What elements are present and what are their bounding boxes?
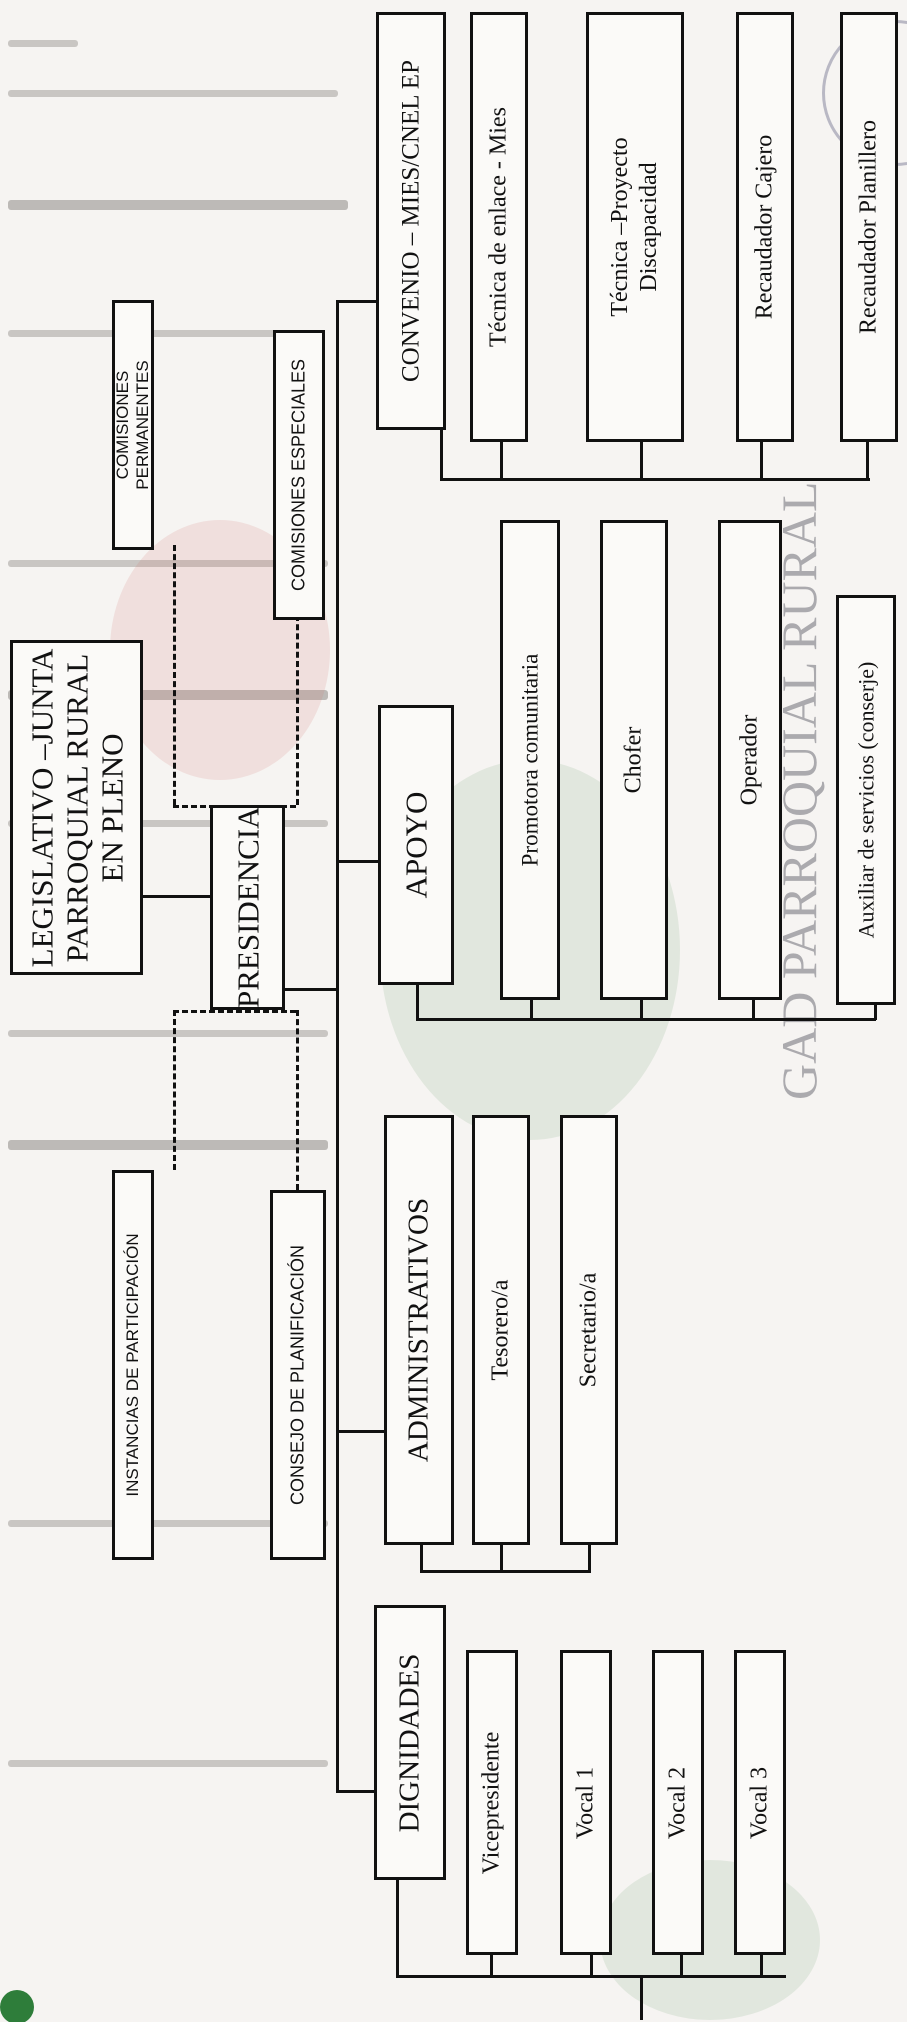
node-recaudador-planillero-label: Recaudador Planillero <box>855 120 882 334</box>
node-administrativos-label: ADMINISTRATIVOS <box>402 1197 435 1463</box>
node-auxiliar-label: Auxiliar de servicios (conserje) <box>853 661 879 939</box>
connector-cajero <box>760 440 763 480</box>
node-vocal2: Vocal 2 <box>652 1650 704 1955</box>
node-consejo-planificacion-label: CONSEJO DE PLANIFICACIÓN <box>287 1244 308 1506</box>
node-operador: Operador <box>718 520 782 1000</box>
node-presidencia-label: PRESIDENCIA <box>230 805 265 1008</box>
dashed-cross-lower <box>173 1010 296 1013</box>
node-consejo-planificacion: CONSEJO DE PLANIFICACIÓN <box>270 1190 326 1560</box>
node-comisiones-permanentes: COMISIONES PERMANENTES <box>112 300 154 550</box>
connector-convenio-left <box>440 478 870 481</box>
node-tecnica-enlace: Técnica de enlace - Mies <box>470 12 528 442</box>
connector-convenio-stub <box>440 430 443 480</box>
dashed-instancias <box>173 1010 176 1170</box>
node-comisiones-permanentes-label: COMISIONES PERMANENTES <box>113 360 152 490</box>
node-chofer-label: Chofer <box>620 726 647 794</box>
node-chofer: Chofer <box>600 520 668 1000</box>
connector-legis-pres <box>143 895 210 898</box>
node-vocal3-label: Vocal 3 <box>746 1766 773 1839</box>
node-convenio-label: CONVENIO – MIES/CNEL EP <box>397 60 425 382</box>
node-vocal2-label: Vocal 2 <box>664 1766 691 1839</box>
node-auxiliar: Auxiliar de servicios (conserje) <box>836 595 896 1005</box>
connector-tecnica-proyecto <box>640 440 643 480</box>
connector-operador <box>752 1000 755 1020</box>
node-tesorero-label: Tesorero/a <box>487 1279 514 1381</box>
connector-dignidades-left <box>396 1880 399 1978</box>
node-vicepresidente-label: Vicepresidente <box>478 1731 505 1874</box>
connector-promotora <box>530 1000 533 1020</box>
node-convenio: CONVENIO – MIES/CNEL EP <box>376 12 446 430</box>
node-instancias-participacion: INSTANCIAS DE PARTICIPACIÓN <box>112 1170 154 1560</box>
node-recaudador-cajero-label: Recaudador Cajero <box>751 134 778 320</box>
node-promotora: Promotora comunitaria <box>500 520 560 1000</box>
connector-tecnica-enlace <box>500 440 503 480</box>
node-tecnica-proyecto: Técnica –Proyecto Discapacidad <box>586 12 684 442</box>
node-tecnica-enlace-label: Técnica de enlace - Mies <box>485 107 512 347</box>
node-recaudador-planillero: Recaudador Planillero <box>840 12 898 442</box>
bottom-badge-icon <box>0 1990 34 2022</box>
node-operador-label: Operador <box>736 714 763 806</box>
node-apoyo-label: APOYO <box>398 791 434 899</box>
node-vocal1: Vocal 1 <box>560 1650 612 1955</box>
node-presidencia: PRESIDENCIA <box>210 805 285 1010</box>
connector-planillero <box>866 440 869 480</box>
connector-admin-left <box>420 1545 423 1573</box>
node-legislativo: LEGISLATIVO –JUNTA PARROQUIAL RURAL EN P… <box>10 640 143 975</box>
node-legislativo-label: LEGISLATIVO –JUNTA PARROQUIAL RURAL EN P… <box>24 648 129 967</box>
connector-chofer <box>640 1000 643 1020</box>
node-administrativos: ADMINISTRATIVOS <box>384 1115 454 1545</box>
node-dignidades-label: DIGNIDADES <box>393 1653 426 1832</box>
connector-vocal3 <box>760 1955 763 1977</box>
connector-to-apoyo <box>336 860 378 863</box>
node-apoyo: APOYO <box>378 705 454 985</box>
connector-vocal2 <box>680 1955 683 1977</box>
connector-vocal1 <box>590 1955 593 1977</box>
connector-auxiliar <box>874 1000 877 1020</box>
connector-dignidades-arrow <box>640 1975 643 2020</box>
connector-vice <box>490 1955 493 1977</box>
node-recaudador-cajero: Recaudador Cajero <box>736 12 794 442</box>
connector-apoyo-bottom <box>416 1018 876 1021</box>
node-tesorero: Tesorero/a <box>472 1115 530 1545</box>
node-vicepresidente: Vicepresidente <box>466 1650 518 1955</box>
node-comisiones-especiales-label: COMISIONES ESPECIALES <box>288 358 309 592</box>
connector-tesorero <box>500 1545 503 1573</box>
connector-to-administrativos <box>336 1430 384 1433</box>
connector-to-dignidades <box>336 1790 376 1793</box>
node-comisiones-especiales: COMISIONES ESPECIALES <box>273 330 325 620</box>
node-vocal1-label: Vocal 1 <box>572 1766 599 1839</box>
node-secretario: Secretario/a <box>560 1115 618 1545</box>
node-instancias-participacion-label: INSTANCIAS DE PARTICIPACIÓN <box>123 1233 142 1497</box>
connector-secretario <box>588 1545 591 1573</box>
node-promotora-label: Promotora comunitaria <box>517 653 543 867</box>
node-tecnica-proyecto-label: Técnica –Proyecto Discapacidad <box>607 137 662 317</box>
dashed-consejo <box>296 1010 299 1190</box>
dashed-comisiones-especiales <box>296 615 299 805</box>
connector-admin-bottom <box>420 1570 590 1573</box>
node-dignidades: DIGNIDADES <box>374 1605 446 1880</box>
connector-main-mid <box>336 300 339 1430</box>
node-secretario-label: Secretario/a <box>575 1272 602 1388</box>
watermark-leaf-blob <box>600 1860 820 2020</box>
dashed-comisiones-permanentes <box>173 545 176 805</box>
connector-to-convenio <box>336 300 376 303</box>
node-vocal3: Vocal 3 <box>734 1650 786 1955</box>
connector-apoyo-left <box>416 985 419 1021</box>
connector-main-left <box>336 1430 339 1790</box>
